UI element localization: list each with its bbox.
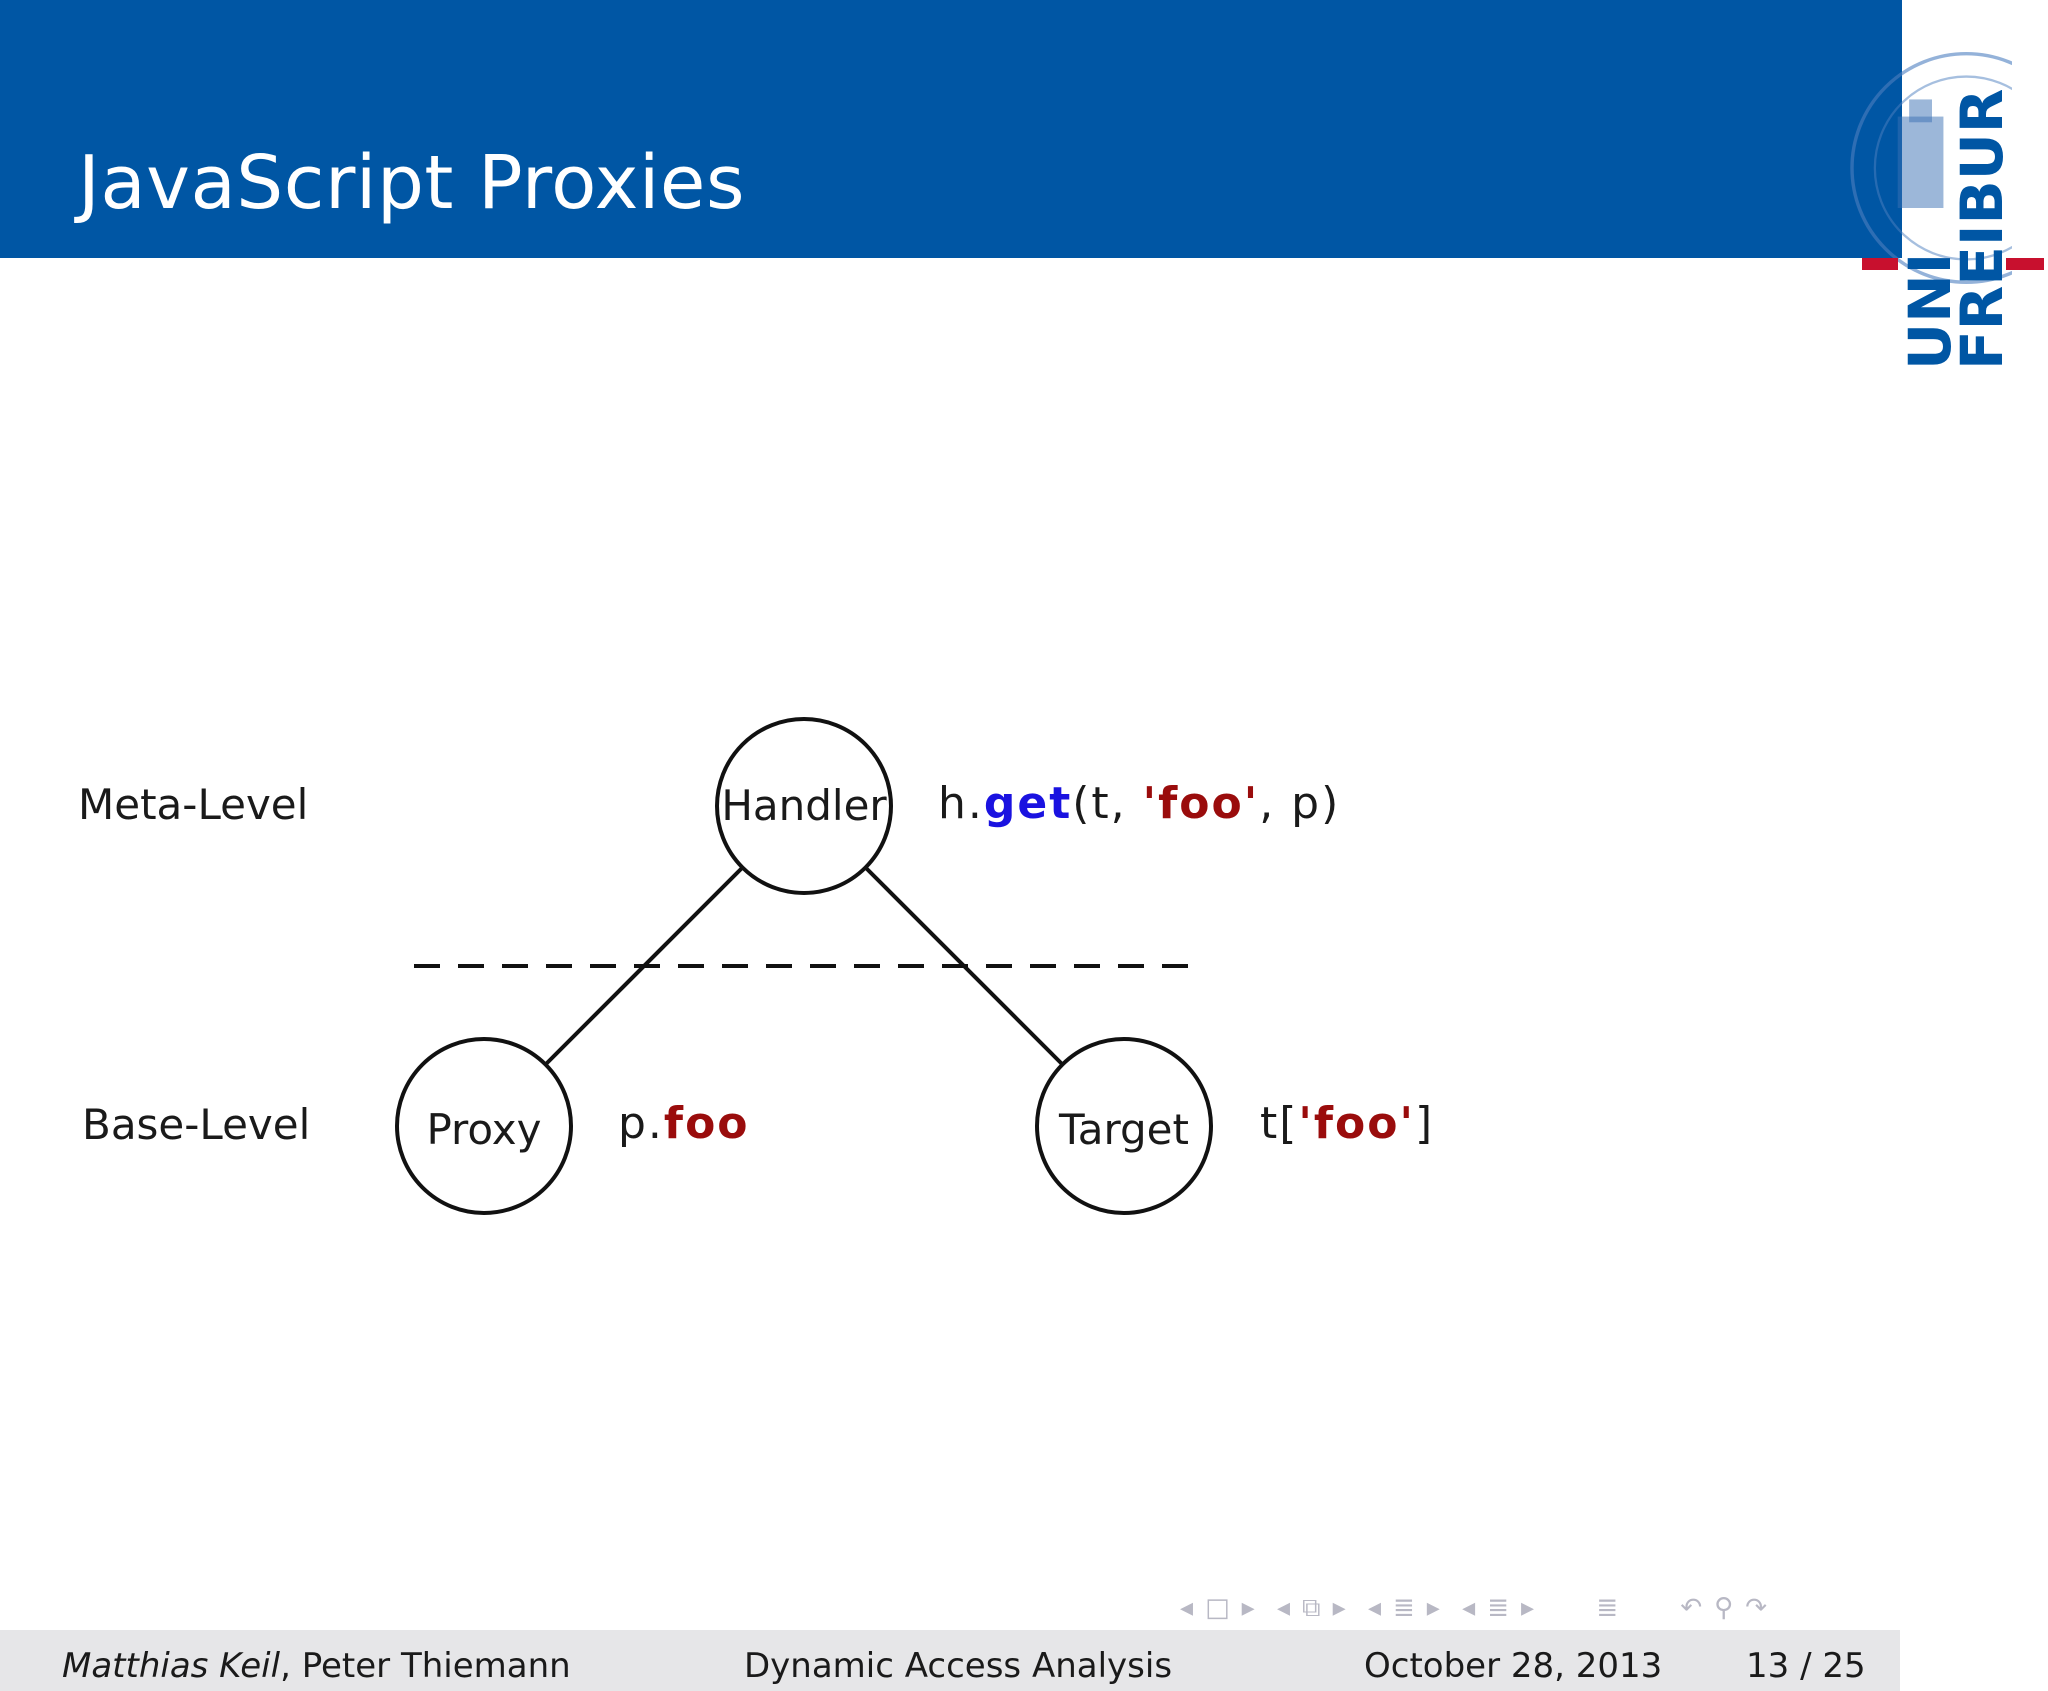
logo-red-bar-left	[1862, 258, 1898, 270]
navigation-bar: ◂ □ ▸ ◂ ⧉ ▸ ◂ ≣ ▸ ◂ ≣ ▸ ≣ ↶ ⚲ ↷	[1180, 1593, 1779, 1629]
arrow-left-icon[interactable]: ◂	[1367, 1593, 1383, 1623]
target-node	[1035, 1037, 1213, 1215]
header-bar	[0, 0, 1902, 258]
logo-uni-text: UNI	[1900, 253, 1964, 370]
outline-icon[interactable]: ≣	[1596, 1593, 1621, 1623]
handler-code-args-open: (t,	[1072, 778, 1143, 829]
meta-level-label: Meta-Level	[78, 780, 309, 829]
frame-icon[interactable]: □	[1205, 1593, 1232, 1623]
section-icon[interactable]: ≣	[1393, 1593, 1417, 1623]
target-code-string: 'foo'	[1298, 1098, 1415, 1149]
handler-code-string: 'foo'	[1142, 778, 1260, 829]
frames-icon[interactable]: ⧉	[1302, 1593, 1323, 1623]
university-seal-icon	[1850, 52, 2012, 284]
footer-authors: Matthias Keil, Peter Thiemann	[62, 1646, 571, 1686]
uni-freiburg-logo: UNI FREIBURG	[1900, 90, 2016, 370]
arrow-right-icon[interactable]: ▸	[1426, 1593, 1442, 1623]
proxy-code: p.foo	[618, 1098, 750, 1149]
arrow-left-icon[interactable]: ◂	[1276, 1593, 1293, 1623]
arrow-left-icon[interactable]: ◂	[1462, 1593, 1478, 1623]
handler-code-method: get	[983, 778, 1073, 829]
arrow-right-icon[interactable]: ▸	[1332, 1593, 1348, 1623]
handler-code-prefix: h.	[938, 778, 984, 829]
target-code-prefix: t[	[1260, 1098, 1299, 1149]
undo-icon[interactable]: ↶	[1680, 1593, 1705, 1623]
footer-page-number: 13 / 25	[1746, 1646, 1866, 1686]
arrow-right-icon[interactable]: ▸	[1241, 1593, 1257, 1623]
target-label: Target	[1058, 1105, 1189, 1154]
arrow-right-icon[interactable]: ▸	[1520, 1593, 1537, 1623]
proxy-label: Proxy	[426, 1105, 541, 1154]
search-icon[interactable]: ⚲	[1714, 1593, 1736, 1623]
redo-icon[interactable]: ↷	[1745, 1593, 1770, 1623]
footer-author-primary: Matthias Keil	[62, 1646, 281, 1686]
subsection-icon[interactable]: ≣	[1487, 1593, 1511, 1623]
handler-code: h.get(t, 'foo', p)	[938, 778, 1340, 829]
handler-label: Handler	[721, 781, 887, 830]
footer-author-rest: , Peter Thiemann	[280, 1646, 571, 1686]
footer-date: October 28, 2013	[1364, 1646, 1663, 1686]
proxy-code-prop: foo	[663, 1098, 750, 1149]
footer-bar: Matthias Keil, Peter Thiemann Dynamic Ac…	[0, 1630, 1900, 1691]
target-code-suffix: ]	[1414, 1098, 1435, 1149]
proxy-node	[395, 1037, 573, 1215]
footer-talk-title: Dynamic Access Analysis	[744, 1646, 1173, 1686]
arrow-left-icon[interactable]: ◂	[1180, 1593, 1196, 1623]
proxy-code-prefix: p.	[618, 1098, 664, 1149]
handler-node	[715, 717, 893, 895]
edge-handler-proxy	[544, 866, 744, 1066]
logo-red-bar-right	[2006, 258, 2044, 270]
edge-handler-target	[864, 866, 1064, 1066]
slide-title: JavaScript Proxies	[78, 140, 746, 226]
target-code: t['foo']	[1260, 1098, 1434, 1149]
base-level-label: Base-Level	[82, 1100, 311, 1149]
logo-freiburg-text: FREIBURG	[1948, 90, 2016, 370]
handler-code-args-close: , p)	[1259, 778, 1341, 829]
